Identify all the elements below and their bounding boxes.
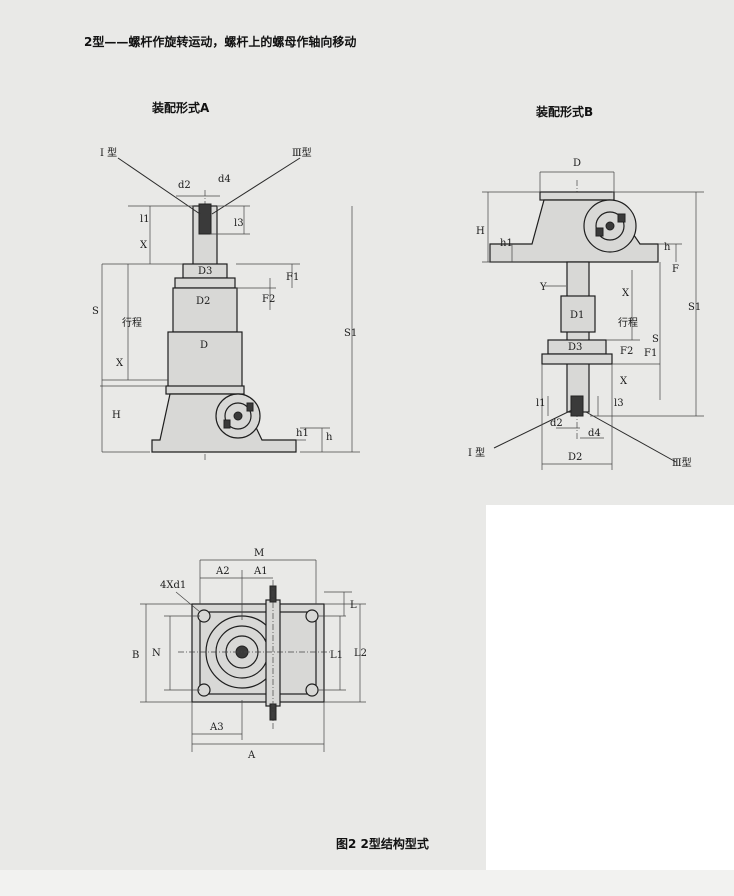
assembly-a-label-l3: l3 (234, 218, 244, 229)
assembly-b-label-d2-nut: D2 (568, 452, 582, 463)
assembly-a-label-d2: d2 (178, 180, 191, 191)
plan-label-l2: L2 (354, 648, 367, 659)
assembly-b-label-f2: F2 (620, 346, 633, 357)
assembly-b-label-d: D (573, 158, 581, 169)
assembly-b-label-type3: Ⅲ型 (672, 456, 692, 469)
assembly-a-title: 装配形式A (151, 100, 210, 115)
assembly-b-label-y: Y (539, 282, 547, 293)
plan-label-m: M (254, 548, 264, 559)
assembly-b-label-x-top: X (622, 288, 630, 299)
assembly-a-label-h-big: H (112, 410, 121, 421)
assembly-b-label-l1: l1 (536, 398, 546, 409)
assembly-b-label-h: h (664, 242, 671, 253)
assembly-b-label-d1: D1 (570, 310, 584, 321)
assembly-b-label-d2: d2 (550, 418, 563, 429)
assembly-a-label-s1: S1 (344, 328, 357, 339)
assembly-b-label-stroke: 行程 (618, 316, 638, 329)
assembly-b-label-s1: S1 (688, 302, 701, 313)
assembly-b-label-s: S (652, 334, 659, 345)
plan-label-n: N (152, 648, 161, 659)
plan-label-l1: L1 (330, 650, 343, 661)
assembly-b-drawing: 装配形式B (468, 104, 704, 470)
assembly-a-label-d2-sleeve: D2 (196, 296, 210, 307)
assembly-a-label-d4: d4 (218, 174, 231, 185)
plan-label-a3: A3 (209, 722, 224, 733)
assembly-a-label-d: D (200, 340, 208, 351)
assembly-a-label-type3: Ⅲ型 (292, 146, 312, 159)
assembly-a-label-f2: F2 (262, 294, 275, 305)
assembly-b-label-l3: l3 (614, 398, 624, 409)
assembly-a-label-type1: I 型 (100, 146, 117, 159)
header-title: 2型——螺杆作旋转运动，螺杆上的螺母作轴向移动 (84, 34, 356, 49)
assembly-b-label-f1: F1 (644, 348, 657, 359)
plan-label-a2: A2 (215, 566, 230, 577)
plan-label-b: B (132, 650, 139, 661)
assembly-a-label-l1: l1 (140, 214, 150, 225)
assembly-a-label-s: S (92, 306, 99, 317)
assembly-a-label-f1: F1 (286, 272, 299, 283)
assembly-a-drawing: 装配形式A (92, 100, 360, 460)
assembly-a-label-h: h (326, 432, 333, 443)
bottom-margin (0, 870, 734, 896)
assembly-a-label-x-bottom: X (116, 358, 124, 369)
plan-view-drawing: M A2 A1 4Xd1 L B N L1 L2 A3 A (132, 548, 367, 761)
assembly-a-label-d3: D3 (198, 266, 212, 277)
assembly-b-label-h-big: H (476, 226, 485, 237)
assembly-b-label-d4: d4 (588, 428, 601, 439)
plan-label-l: L (350, 600, 357, 611)
assembly-b-label-f: F (672, 264, 679, 275)
assembly-a-label-x-top: X (140, 240, 148, 251)
assembly-a-label-stroke: 行程 (122, 316, 142, 329)
figure-caption: 图2 2型结构型式 (336, 836, 429, 851)
assembly-a-label-h1: h1 (296, 428, 309, 439)
assembly-b-label-x-bottom: X (620, 376, 628, 387)
assembly-b-label-h1: h1 (500, 238, 513, 249)
assembly-b-label-d3: D3 (568, 342, 582, 353)
blank-region (486, 505, 734, 896)
plan-label-a1: A1 (253, 566, 268, 577)
assembly-b-title: 装配形式B (535, 104, 593, 119)
plan-label-holes: 4Xd1 (160, 580, 186, 591)
plan-label-a: A (247, 750, 256, 761)
assembly-b-label-type1: I 型 (468, 446, 485, 459)
